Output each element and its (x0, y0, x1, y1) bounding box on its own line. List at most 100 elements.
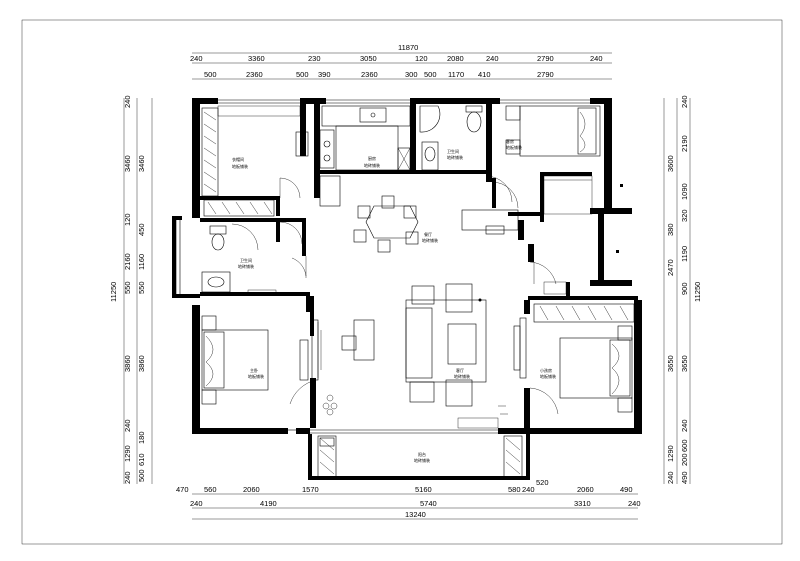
dim-label: 3860 (137, 355, 146, 372)
dim-label: 3310 (574, 499, 591, 508)
dim-label: 490 (620, 485, 633, 494)
dim-label: 1570 (302, 485, 319, 494)
room-floor: 地砖铺装 (447, 154, 463, 160)
room-floor: 地板铺装 (540, 373, 556, 379)
bottom-total-dim: 13240 (405, 510, 426, 519)
drawing-frame (21, 19, 783, 545)
room-name: 卫生间 (447, 148, 459, 154)
dim-label: 3460 (123, 155, 132, 172)
dim-label: 2360 (246, 70, 263, 79)
dim-label: 900 (680, 282, 689, 295)
dim-label: 3650 (680, 355, 689, 372)
dim-label: 2160 (123, 253, 132, 270)
dim-label: 580 (508, 485, 521, 494)
dim-label: 2190 (680, 135, 689, 152)
dim-label: 600 (680, 439, 689, 452)
dim-label: 500 (204, 70, 217, 79)
room-floor: 地砖铺装 (364, 162, 380, 168)
dim-label: 1290 (123, 445, 132, 462)
dim-label: 2470 (666, 259, 675, 276)
dim-label: 2360 (361, 70, 378, 79)
dim-label: 300 (405, 70, 418, 79)
dim-label: 240 (628, 499, 641, 508)
room-name: 主卧 (250, 367, 258, 373)
dim-label: 5740 (420, 499, 437, 508)
dim-label: 180 (137, 431, 146, 444)
dim-label: 410 (478, 70, 491, 79)
dining: 餐厅 地砖铺装 (319, 175, 519, 253)
dim-label: 320 (680, 209, 689, 222)
top-dimensions: 11870 240 3360 230 3050 120 2080 240 279… (190, 43, 612, 80)
dim-label: 550 (123, 281, 132, 294)
dim-label: 450 (137, 223, 146, 236)
dim-label: 2790 (537, 54, 554, 63)
dim-label: 240 (123, 471, 132, 484)
windows (175, 99, 642, 479)
child-room: 小孩房 地板铺装 (513, 281, 635, 415)
right-dimensions: 240 2190 1090 320 1190 900 3650 240 600 … (663, 95, 702, 484)
room-floor: 地砖铺装 (454, 373, 470, 379)
dim-label: 560 (204, 485, 217, 494)
dim-label: 470 (176, 485, 189, 494)
dim-label: 2060 (577, 485, 594, 494)
dim-label: 240 (680, 95, 689, 108)
left-total-dim: 11250 (109, 282, 118, 302)
dim-label: 240 (190, 54, 203, 63)
room-name: 客厅 (456, 367, 464, 373)
dim-label: 240 (123, 419, 132, 432)
room-name: 卫生间 (240, 257, 252, 263)
dim-label: 3460 (137, 155, 146, 172)
bottom-dimensions: 470 560 2060 1570 5160 580 240 520 2060 … (176, 478, 641, 520)
living-room: 客厅 地砖铺装 (322, 283, 508, 429)
dim-label: 1160 (137, 254, 146, 270)
room-floor: 地砖铺装 (414, 457, 430, 463)
doors (279, 175, 557, 285)
dim-label: 2790 (537, 70, 554, 79)
dim-label: 3360 (248, 54, 265, 63)
cloak-room: 衣帽间 地板铺装 (201, 105, 309, 217)
dim-label: 520 (536, 478, 549, 487)
dim-label: 380 (666, 223, 675, 236)
room-floor: 地砖铺装 (422, 237, 438, 243)
dim-label: 120 (415, 54, 428, 63)
dim-label: 230 (308, 54, 321, 63)
dim-label: 3050 (360, 54, 377, 63)
walls (172, 98, 642, 480)
dim-label: 610 (137, 453, 146, 466)
dim-label: 120 (123, 213, 132, 226)
dim-label: 240 (522, 485, 535, 494)
dim-label: 240 (666, 471, 675, 484)
room-name: 餐厅 (424, 231, 432, 237)
dim-label: 500 (424, 70, 437, 79)
master-bedroom: 主卧 地板铺装 (201, 315, 322, 405)
top-bathroom: 卫生间 地砖铺装 (419, 105, 483, 171)
dim-label: 1290 (666, 445, 675, 462)
balcony: 阳台 地砖铺装 (317, 435, 523, 479)
room-floor: 地砖铺装 (238, 263, 254, 269)
dim-label: 240 (190, 499, 203, 508)
dim-label: 1190 (680, 246, 689, 262)
right-total-dim: 11250 (693, 282, 702, 302)
room-name: 小孩房 (540, 367, 552, 373)
top-total-dim: 11870 (398, 43, 418, 52)
dim-label: 3860 (123, 355, 132, 372)
dim-label: 550 (137, 281, 146, 294)
dim-label: 240 (123, 95, 132, 108)
dim-label: 3600 (666, 155, 675, 172)
guest-room: 客房 地板铺装 (491, 105, 623, 253)
dim-label: 500 (137, 469, 146, 482)
dim-label: 200 (680, 453, 689, 466)
dim-label: 390 (318, 70, 331, 79)
dim-label: 5160 (415, 485, 432, 494)
dim-label: 500 (296, 70, 309, 79)
dim-label: 1090 (680, 183, 689, 200)
left-bathroom: 卫生间 地砖铺装 (201, 221, 303, 295)
dim-label: 240 (590, 54, 603, 63)
room-floor: 地板铺装 (248, 373, 264, 379)
room-floor: 地板铺装 (232, 163, 248, 169)
dim-label: 240 (486, 54, 499, 63)
room-name: 衣帽间 (232, 156, 244, 162)
dim-label: 490 (680, 471, 689, 484)
dim-label: 4190 (260, 499, 277, 508)
